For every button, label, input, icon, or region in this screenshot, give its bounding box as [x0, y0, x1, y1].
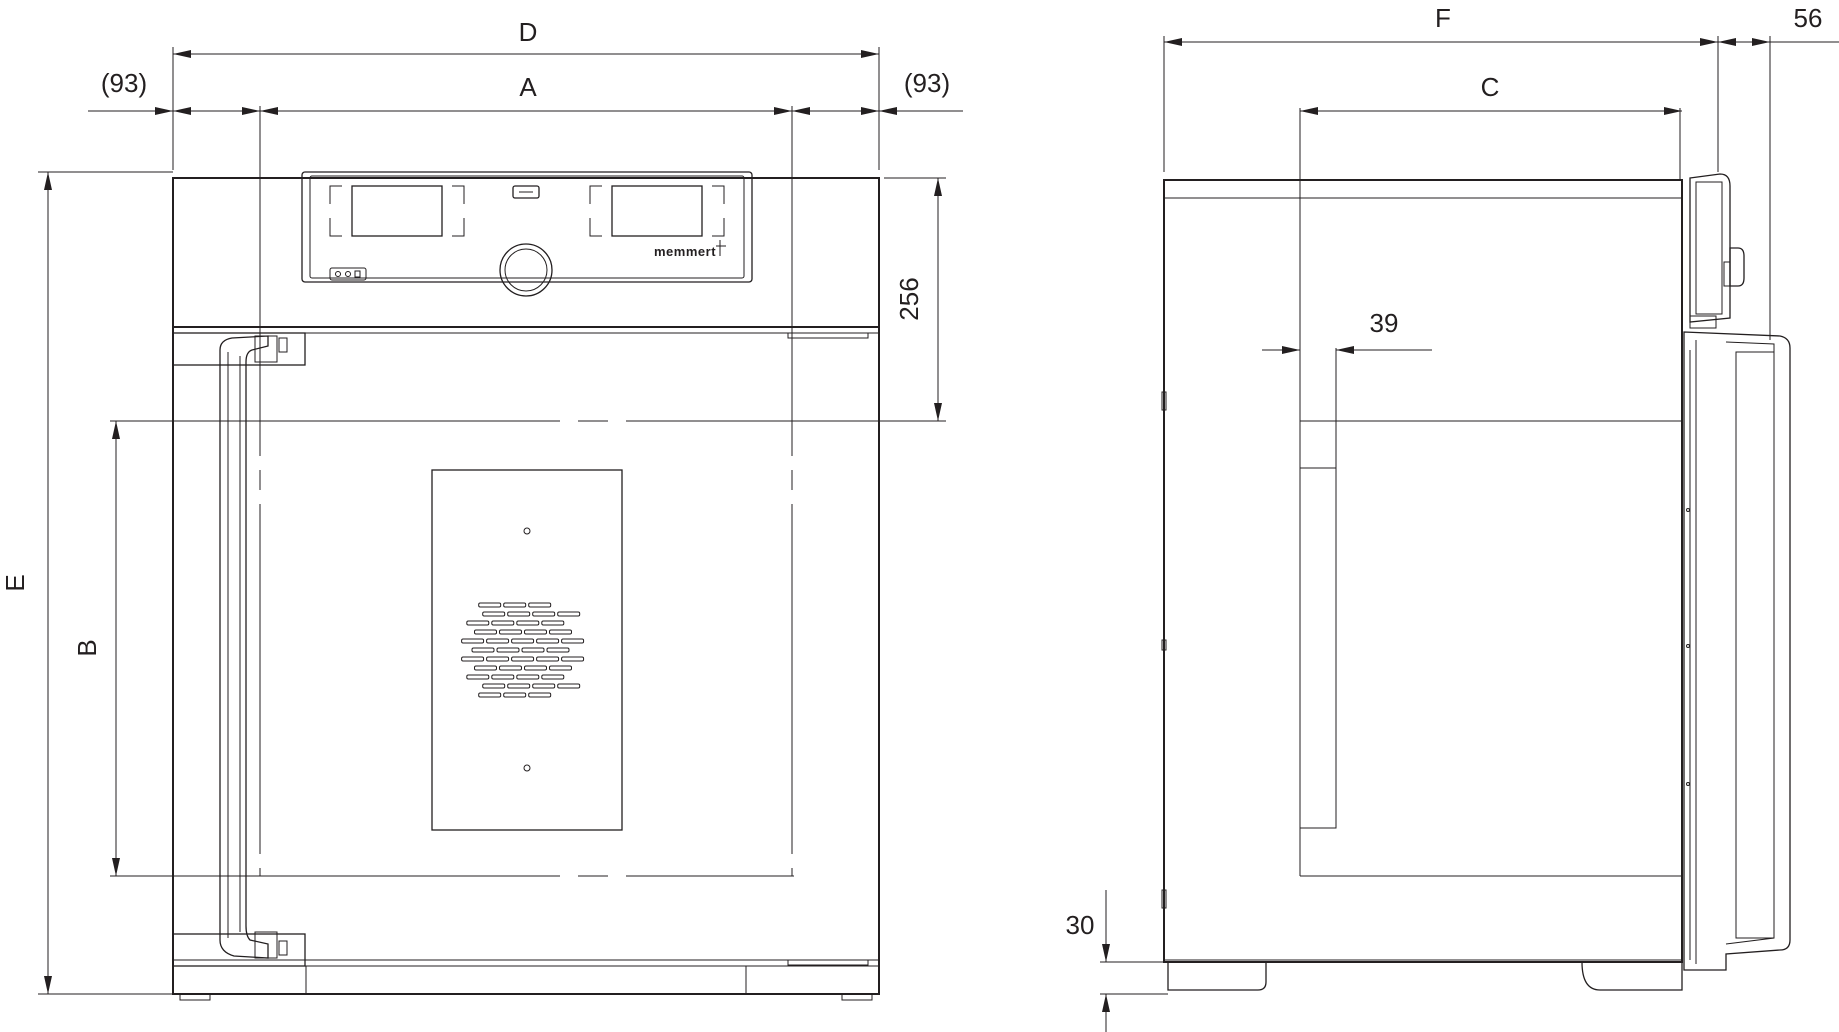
fan-cover-panel — [431, 469, 623, 831]
left-display — [351, 185, 443, 237]
dimension-30-label: 30 — [1066, 910, 1095, 940]
center-small-key — [512, 185, 540, 199]
side-foot-left — [1167, 962, 1267, 991]
side-foot-right — [1581, 961, 1683, 991]
grille-slot — [532, 683, 556, 689]
right-display — [611, 185, 703, 237]
grille-slot — [486, 656, 510, 662]
dimension-56: 56 — [1718, 3, 1839, 340]
grille-slot — [524, 665, 547, 671]
grille-slot — [524, 629, 547, 635]
grille-slot — [491, 674, 515, 680]
brand-logo: memmert — [654, 244, 716, 259]
grille-slot — [461, 656, 485, 662]
grille-slot — [536, 656, 560, 662]
dimension-d: D — [172, 17, 880, 170]
dimension-f-label: F — [1435, 3, 1451, 33]
grille-slot — [511, 656, 535, 662]
grille-slot — [478, 692, 502, 698]
side-door-profile — [1683, 173, 1791, 971]
grille-slot — [541, 674, 565, 680]
dimension-right-offset-label: (93) — [904, 68, 950, 98]
grille-slot — [471, 647, 495, 653]
grille-slot — [541, 620, 565, 626]
fan-panel-screw-top — [523, 527, 531, 535]
grille-slot — [532, 611, 556, 617]
grille-slot — [516, 620, 540, 626]
grille-slot — [461, 638, 485, 644]
dimension-39: 39 — [1262, 308, 1432, 354]
grille-slot — [491, 620, 515, 626]
side-knob — [1729, 247, 1745, 287]
interior-outline-front — [259, 106, 794, 877]
dimension-c: C — [1300, 72, 1682, 115]
dimension-30: 30 — [1066, 890, 1168, 1032]
door-handle — [219, 335, 269, 959]
grille-slot — [528, 602, 552, 608]
door-bottom-hinge-block — [172, 933, 306, 967]
dimension-f: F — [1163, 3, 1719, 172]
dimension-d-label: D — [519, 17, 538, 47]
front-cabinet-outline — [172, 177, 880, 995]
grille-slot — [561, 638, 585, 644]
dimension-e: E — [0, 171, 173, 995]
grille-slot — [528, 692, 552, 698]
grille-slot — [561, 656, 585, 662]
interior-outline-side — [1299, 108, 1682, 877]
dimension-39-label: 39 — [1370, 308, 1399, 338]
fan-grille-icon — [461, 602, 585, 698]
dimension-56-label: 56 — [1794, 3, 1823, 33]
grille-slot — [482, 611, 506, 617]
dimension-256-label: 256 — [894, 277, 924, 320]
side-view: F 56 C 39 30 — [1066, 3, 1839, 1032]
dimension-b-label: B — [72, 639, 102, 656]
grille-slot — [507, 683, 531, 689]
dimension-c-label: C — [1481, 72, 1500, 102]
grille-slot — [511, 638, 535, 644]
grille-slot — [496, 647, 520, 653]
door-top-latch — [787, 332, 869, 339]
dimension-e-label: E — [0, 574, 30, 591]
dimension-a-label: A — [519, 72, 537, 102]
grille-slot — [466, 620, 490, 626]
dimension-256: 256 — [794, 177, 946, 422]
dimension-left-offset-label: (93) — [101, 68, 147, 98]
door-top-hinge-block — [172, 332, 306, 366]
control-panel: memmert — [301, 171, 753, 297]
grille-slot — [549, 665, 572, 671]
grille-slot — [503, 602, 527, 608]
grille-slot — [482, 683, 506, 689]
dimension-a: A (93) (93) — [88, 68, 963, 115]
grille-slot — [549, 629, 572, 635]
rotary-knob — [499, 243, 553, 297]
dimension-b: B — [72, 420, 260, 877]
side-body-outline — [1163, 179, 1683, 963]
power-switch-icon — [329, 267, 367, 281]
grille-slot — [516, 674, 540, 680]
grille-slot — [557, 611, 581, 617]
grille-slot — [474, 665, 497, 671]
grille-slot — [466, 674, 490, 680]
grille-slot — [557, 683, 581, 689]
grille-slot — [546, 647, 570, 653]
grille-slot — [536, 638, 560, 644]
grille-slot — [507, 611, 531, 617]
fan-panel-screw-bottom — [523, 764, 531, 772]
grille-slot — [474, 629, 497, 635]
front-foot-left — [179, 993, 211, 1001]
grille-slot — [486, 638, 510, 644]
grille-slot — [499, 629, 522, 635]
front-foot-right — [841, 993, 873, 1001]
door-bottom-latch — [787, 959, 869, 966]
front-view: memmert — [0, 17, 963, 1001]
grille-slot — [503, 692, 527, 698]
grille-slot — [478, 602, 502, 608]
grille-slot — [521, 647, 545, 653]
grille-slot — [499, 665, 522, 671]
